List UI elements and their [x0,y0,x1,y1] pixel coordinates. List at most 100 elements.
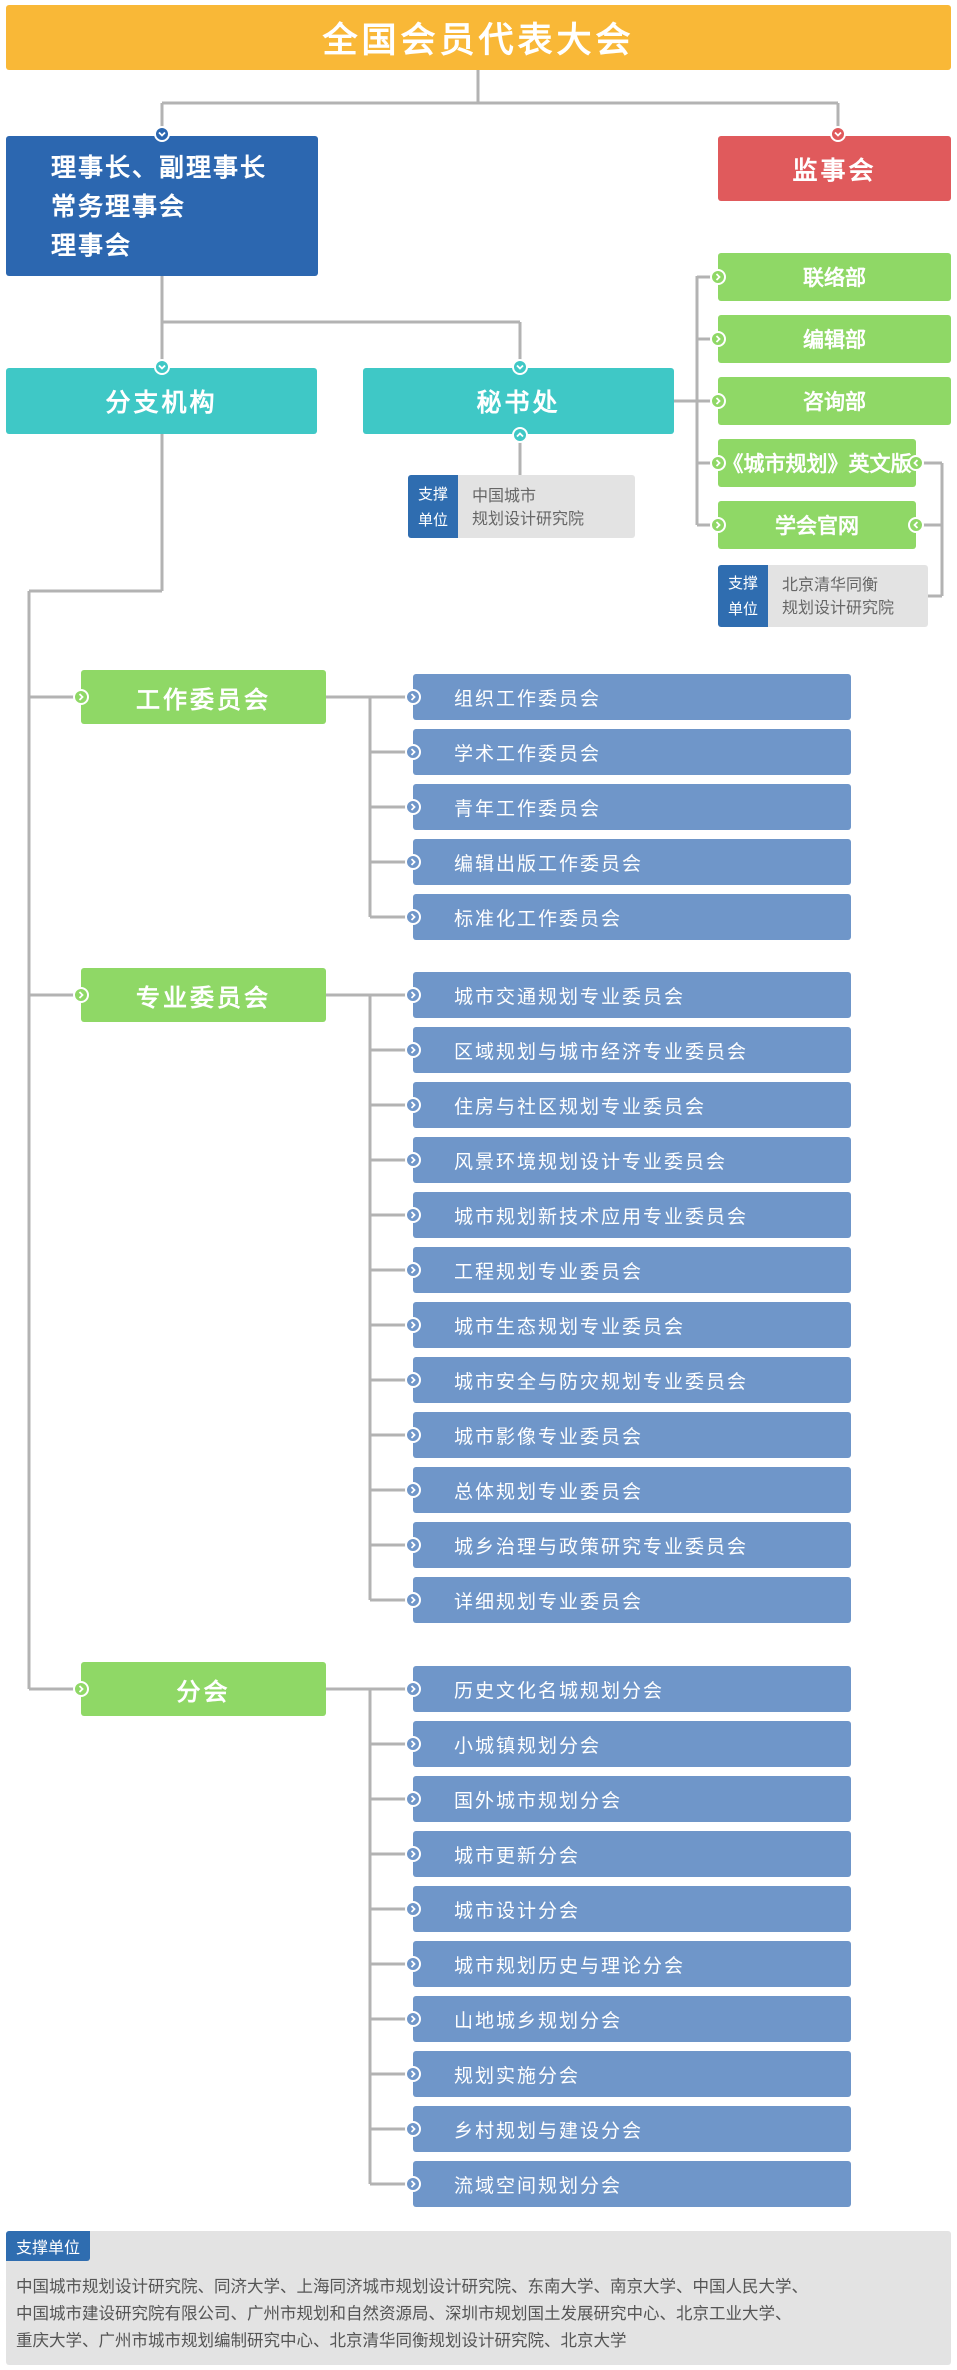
leadership-line-3: 理事会 [51,230,133,260]
footer-line-2: 中国城市建设研究院有限公司、广州市规划和自然资源局、深圳市规划国土发展研究中心、… [16,2304,792,2323]
circle-chevron-icon [405,1901,421,1917]
circle-chevron-icon [405,1537,421,1553]
support-tag: 支撑单位 [408,475,458,538]
circle-chevron-icon [710,393,726,409]
committee-item-label: 城市交通规划专业委员会 [454,985,686,1008]
leadership-line-1: 理事长、副理事长 [51,152,268,182]
title-text: 全国会员代表大会 [322,21,635,61]
supervisory-box: 监事会 [718,136,951,201]
committee-item-label: 历史文化名城规划分会 [454,1679,665,1702]
circle-chevron-icon [405,1372,421,1388]
committee-item-label: 城市生态规划专业委员会 [454,1315,686,1338]
circle-chevron-icon [405,2121,421,2137]
department-box-label: 《城市规划》英文版 [722,452,912,476]
committee-item: 历史文化名城规划分会 [413,1666,851,1712]
committee-item: 规划实施分会 [413,2051,851,2097]
branch-org-box: 分支机构 [6,368,317,434]
group-box: 专业委员会 [81,968,326,1022]
support-text-line-1: 中国城市 [472,485,537,505]
committee-item: 城市交通规划专业委员会 [413,972,851,1018]
committee-item-label: 区域规划与城市经济专业委员会 [454,1040,749,1063]
department-box-label: 联络部 [803,266,866,290]
committee-item-label: 住房与社区规划专业委员会 [454,1095,707,1118]
circle-chevron-icon [405,1846,421,1862]
committee-item-label: 小城镇规划分会 [454,1734,602,1757]
circle-chevron-icon [710,331,726,347]
committee-item: 城市安全与防灾规划专业委员会 [413,1357,851,1403]
department-box: 《城市规划》英文版 [718,439,916,487]
committee-item-label: 总体规划专业委员会 [454,1480,644,1503]
department-box-label: 学会官网 [775,514,859,538]
support-text: 中国城市 规划设计研究院 [458,475,635,538]
committee-item-label: 城市安全与防灾规划专业委员会 [454,1370,749,1393]
committee-item: 组织工作委员会 [413,674,851,720]
circle-chevron-icon [405,1681,421,1697]
circle-chevron-icon [405,2176,421,2192]
circle-chevron-icon [405,987,421,1003]
circle-chevron-icon [405,689,421,705]
committee-item-label: 规划实施分会 [454,2064,581,2087]
committee-item-label: 城市影像专业委员会 [454,1425,644,1448]
circle-chevron-icon [405,2011,421,2027]
circle-chevron-icon [154,359,170,375]
department-box: 联络部 [718,253,951,301]
committee-item: 城市影像专业委员会 [413,1412,851,1458]
secretariat-text: 秘书处 [476,388,561,417]
committee-item-label: 标准化工作委员会 [454,907,623,930]
circle-chevron-icon [512,427,528,443]
committee-item-label: 工程规划专业委员会 [454,1260,644,1283]
circle-chevron-icon [405,1592,421,1608]
circle-chevron-icon [405,1262,421,1278]
committee-item: 国外城市规划分会 [413,1776,851,1822]
committee-item: 学术工作委员会 [413,729,851,775]
dept-support-box: 支撑单位 北京清华同衡 规划设计研究院 [718,565,928,627]
committee-item: 城市设计分会 [413,1886,851,1932]
committee-item-label: 组织工作委员会 [454,687,602,710]
group-box-label: 工作委员会 [136,685,271,714]
circle-chevron-icon [405,1042,421,1058]
committee-item-label: 城市规划新技术应用专业委员会 [454,1205,749,1228]
group-box-label: 专业委员会 [136,983,271,1012]
circle-chevron-icon [405,854,421,870]
circle-chevron-icon [73,689,89,705]
committee-item: 总体规划专业委员会 [413,1467,851,1513]
circle-chevron-icon [405,1317,421,1333]
support-text-line-2: 规划设计研究院 [472,508,585,528]
committee-item-label: 城市更新分会 [454,1844,581,1867]
department-box-label: 咨询部 [803,390,866,414]
committee-item: 工程规划专业委员会 [413,1247,851,1293]
committee-item: 城市生态规划专业委员会 [413,1302,851,1348]
support-text-line-2: 规划设计研究院 [782,598,895,617]
support-tag-line-1: 支撑 [727,574,758,592]
committee-item-label: 乡村规划与建设分会 [454,2119,644,2142]
committee-item-label: 学术工作委员会 [454,742,602,765]
footer-support-panel: 支撑单位 中国城市规划设计研究院、同济大学、上海同济城市规划设计研究院、东南大学… [6,2231,951,2365]
circle-chevron-icon [710,455,726,471]
committee-item-label: 风景环境规划设计专业委员会 [454,1150,728,1173]
circle-chevron-icon [405,744,421,760]
support-tag: 支撑单位 [718,565,768,627]
circle-chevron-icon [405,799,421,815]
department-box: 学会官网 [718,501,916,549]
footer-tag: 支撑单位 [6,2231,91,2261]
circle-chevron-icon [830,126,846,142]
support-text-line-1: 北京清华同衡 [782,575,879,594]
circle-chevron-icon [154,126,170,142]
committee-item: 城市更新分会 [413,1831,851,1877]
committee-item-label: 青年工作委员会 [454,797,602,820]
circle-chevron-icon [405,1791,421,1807]
committee-item: 城乡治理与政策研究专业委员会 [413,1522,851,1568]
group-box: 分会 [81,1662,326,1716]
title-box: 全国会员代表大会 [6,5,951,70]
circle-chevron-icon [908,455,924,471]
committee-item-label: 国外城市规划分会 [454,1789,623,1812]
group-box-label: 分会 [176,1677,231,1706]
circle-chevron-icon [405,1427,421,1443]
leadership-box: 理事长、副理事长 常务理事会 理事会 [6,136,318,276]
circle-chevron-icon [710,517,726,533]
support-text: 北京清华同衡 规划设计研究院 [768,565,928,627]
committee-item-label: 城市规划历史与理论分会 [454,1954,686,1977]
circle-chevron-icon [73,1681,89,1697]
circle-chevron-icon [405,1482,421,1498]
